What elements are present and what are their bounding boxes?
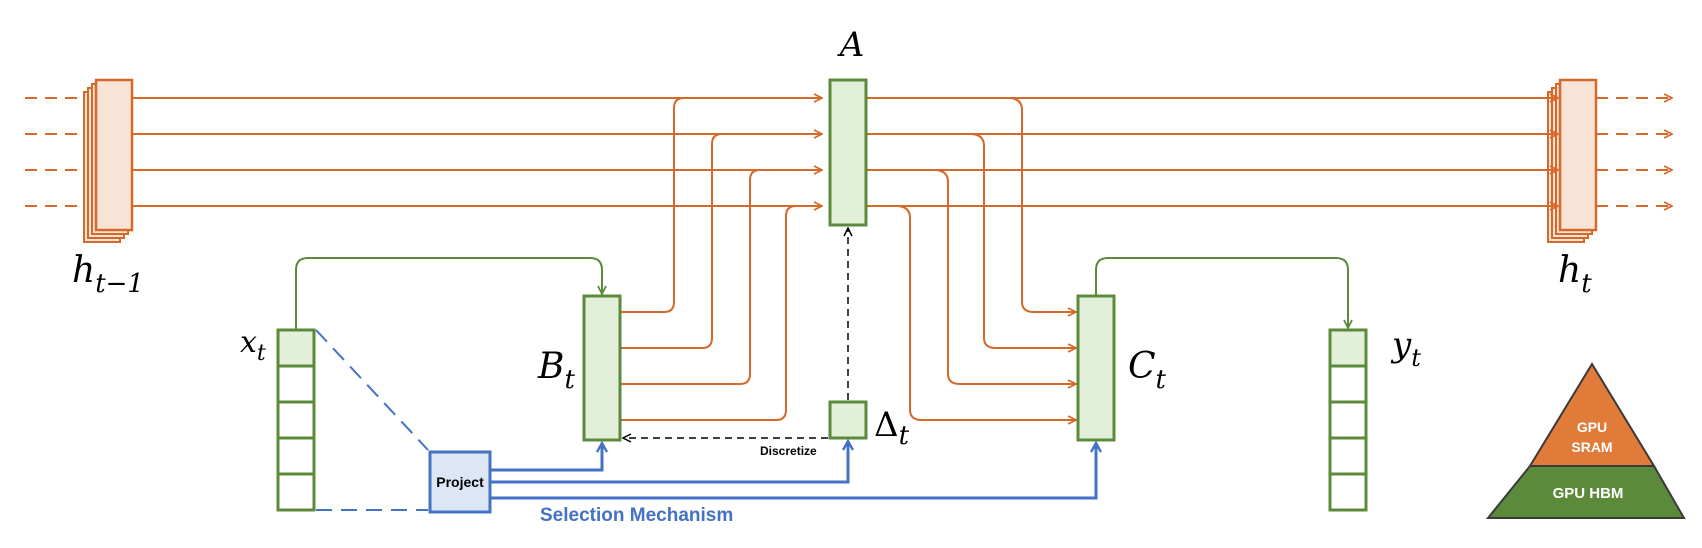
y-label: yt [1390, 325, 1421, 372]
input-x-column [276, 328, 316, 512]
c-label: Ct [1128, 346, 1167, 395]
pyramid-top-label-line2: SRAM [1571, 439, 1612, 455]
project-label: Project [436, 474, 484, 490]
selection-arrows [490, 441, 1096, 500]
b-to-state-connectors [620, 97, 797, 421]
h-prev-label: ht−1 [72, 250, 144, 299]
discretize-label: Discretize [760, 444, 817, 458]
delta-block [828, 400, 868, 440]
pyramid-top-label-line1: GPU [1577, 419, 1607, 435]
outgoing-state-arrows [1596, 98, 1672, 206]
project-box [428, 450, 492, 514]
h-next-label: ht [1558, 250, 1592, 299]
gpu-memory-pyramid [1485, 362, 1686, 519]
b-label: Bt [537, 346, 575, 395]
c-matrix-block [1076, 294, 1116, 442]
selection-mechanism-label: Selection Mechanism [540, 505, 733, 526]
hidden-state-next-block [1547, 78, 1598, 243]
delta-label: Δt [874, 405, 910, 451]
a-label: A [837, 25, 865, 65]
incoming-state-arrows [25, 98, 95, 206]
c-to-y-arrow [1095, 257, 1348, 328]
x-to-b-arrow [295, 257, 602, 330]
x-label: xt [240, 325, 266, 366]
b-matrix-block [582, 294, 622, 442]
a-matrix-block [828, 78, 868, 227]
hidden-state-prev-block [83, 78, 134, 243]
x-to-project-dash-top [315, 329, 429, 451]
output-y-column [1328, 328, 1368, 512]
state-to-c-connectors [895, 97, 1076, 420]
pyramid-bottom-label: GPU HBM [1553, 485, 1624, 502]
